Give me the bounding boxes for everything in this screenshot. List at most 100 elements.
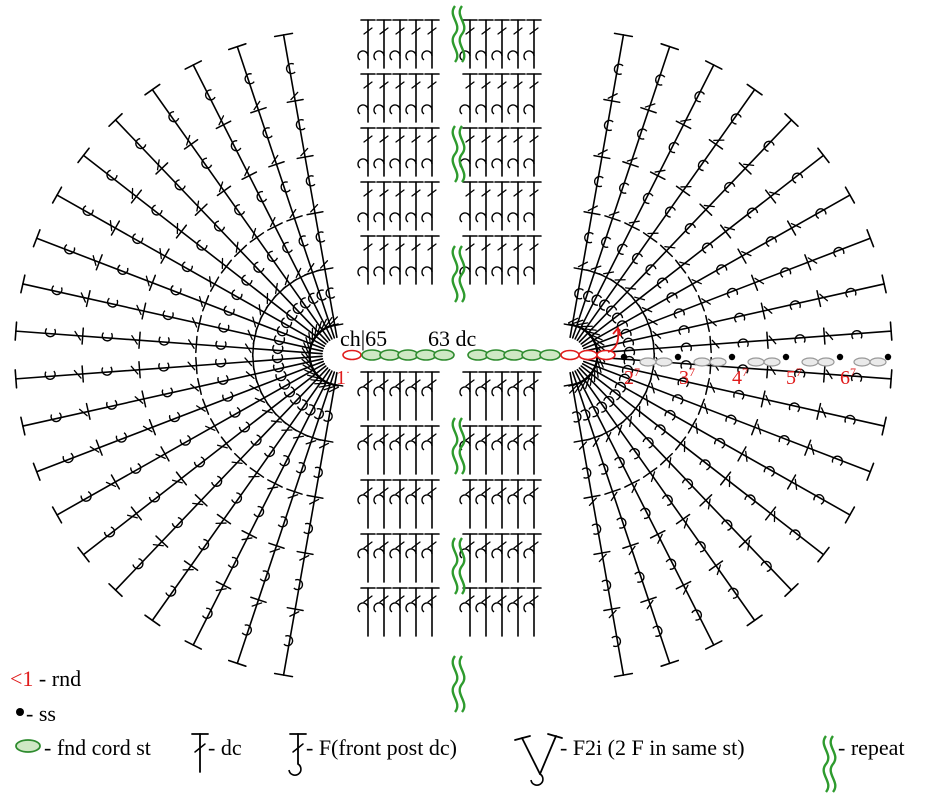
column-hook — [475, 386, 487, 397]
dc-tick — [596, 343, 606, 352]
post-hook — [295, 462, 307, 474]
fnd-cord-st — [361, 349, 383, 361]
post-hook — [694, 91, 706, 103]
dc-tick — [578, 441, 588, 450]
dc-tick — [304, 369, 315, 375]
post-hook — [664, 409, 676, 421]
repeat-wave — [458, 5, 466, 63]
legend-front-post-dc: - F(front post dc) — [306, 735, 457, 760]
dc-bar — [148, 418, 157, 436]
post-hook — [677, 377, 689, 388]
spoke-end-bar — [144, 614, 161, 627]
column-tick — [465, 541, 475, 549]
column-tick — [363, 379, 373, 387]
post-hook — [276, 325, 289, 337]
repeat-wave — [451, 5, 459, 63]
post-hook — [174, 179, 186, 191]
dc-tick — [724, 226, 736, 231]
dc-bar — [286, 488, 303, 495]
post-hook — [618, 373, 631, 385]
right-spoke — [583, 353, 887, 436]
post-hook — [285, 62, 296, 75]
dc-tick — [274, 282, 278, 295]
dc-tick — [290, 91, 299, 101]
dc-tick — [589, 331, 601, 336]
dc-tick — [131, 335, 138, 345]
column-hook — [421, 386, 433, 397]
dc-tick — [302, 364, 313, 371]
column-tick — [411, 595, 421, 603]
dc-bar — [699, 494, 713, 507]
dc-tick — [196, 200, 200, 212]
post-hook — [263, 445, 276, 458]
column-tick — [481, 487, 491, 495]
dc-bar — [640, 106, 657, 114]
column-tick — [513, 379, 523, 387]
post-hook — [223, 305, 235, 316]
column-tick — [363, 433, 373, 441]
dc-tick — [208, 276, 212, 288]
legend-f2i-top-left — [514, 735, 531, 741]
dc-bar — [675, 513, 691, 525]
post-hook — [231, 492, 243, 504]
spoke-end-bar — [227, 659, 247, 667]
dc-bar — [326, 323, 344, 328]
column-hook — [523, 494, 535, 505]
post-hook — [161, 387, 173, 398]
column-hook — [523, 266, 535, 277]
dc-tick — [769, 191, 781, 196]
stitch-column — [491, 371, 510, 637]
right-spoke — [580, 147, 830, 345]
column-hook — [491, 104, 503, 115]
dc-tick — [807, 257, 818, 264]
dc-tick — [572, 319, 584, 325]
column-hook — [405, 158, 417, 169]
column-hook — [475, 104, 487, 115]
column-tick — [363, 81, 373, 89]
dc-tick — [318, 442, 330, 449]
dc-bar — [573, 438, 591, 443]
dc-tick — [668, 457, 672, 469]
column-tick — [497, 243, 507, 251]
post-hook — [789, 300, 801, 311]
dc-tick — [680, 118, 692, 122]
dc-tick — [261, 409, 273, 414]
dc-tick — [215, 588, 227, 592]
left-spoke — [227, 43, 339, 339]
dc-tick — [645, 394, 649, 406]
column-tick — [481, 189, 491, 197]
column-hook — [475, 494, 487, 505]
dc-tick — [695, 422, 699, 434]
post-hook — [80, 490, 92, 502]
dc-tick — [185, 134, 191, 146]
post-hook — [584, 231, 594, 244]
dc-bar — [196, 314, 202, 333]
dc-tick — [109, 219, 113, 232]
column-tick — [497, 487, 507, 495]
post-hook — [82, 205, 94, 216]
right-spoke — [583, 274, 887, 357]
chain-label: ch|65 — [340, 326, 388, 351]
column-tick — [427, 595, 437, 603]
dc-bar — [234, 244, 248, 258]
column-tick — [513, 595, 523, 603]
post-hook — [611, 635, 622, 648]
post-hook — [238, 421, 251, 433]
dc-tick — [747, 539, 751, 551]
dc-tick — [634, 296, 646, 301]
left-spoke — [77, 147, 327, 345]
column-tick — [529, 487, 539, 495]
post-hook — [611, 312, 624, 324]
dc-tick — [187, 361, 196, 371]
dc-tick — [305, 440, 317, 445]
column-tick — [481, 541, 491, 549]
stitch-column — [357, 19, 376, 285]
post-hook — [734, 312, 746, 323]
post-hook — [593, 175, 604, 188]
column-hook — [491, 602, 503, 613]
column-hook — [389, 386, 401, 397]
fnd-cord-st — [521, 349, 543, 361]
fnd-cord-st — [817, 357, 835, 367]
post-hook — [292, 302, 304, 315]
dc-bar — [786, 220, 797, 236]
